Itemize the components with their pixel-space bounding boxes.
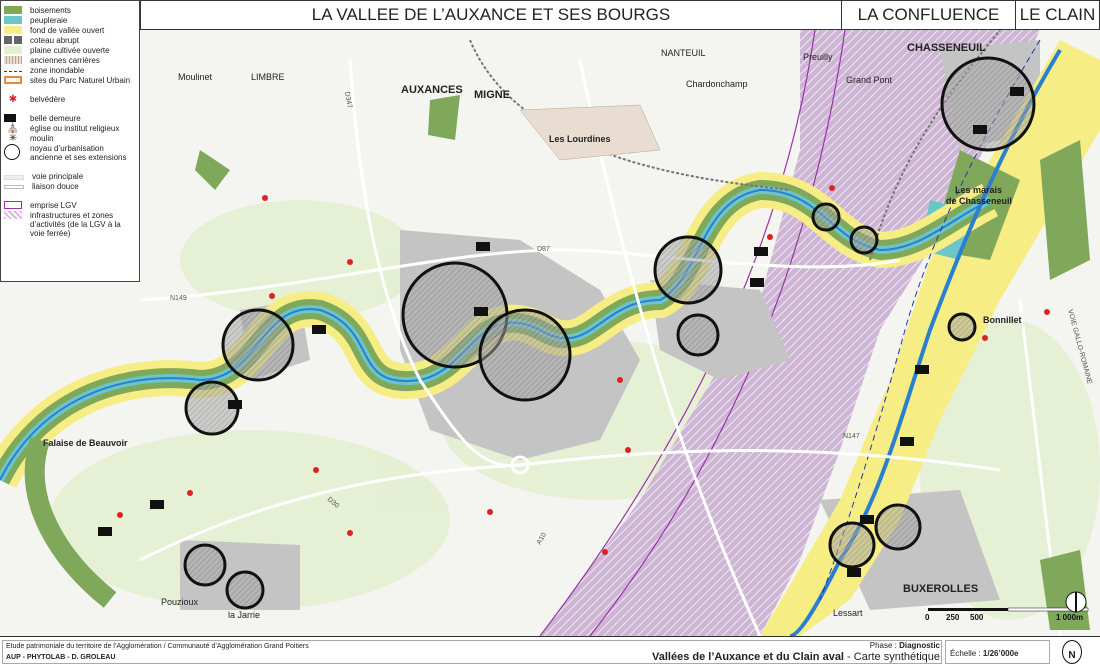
footer-info-box xyxy=(2,640,942,664)
legend-voie-principale: voie principale xyxy=(4,172,136,181)
label-bonnillet: Bonnillet xyxy=(983,315,1022,325)
bourg-circle-icon xyxy=(4,144,20,160)
bourg-nanteuil xyxy=(653,235,723,305)
place-labels: Moulinet LIMBRE AUXANCES MIGNE NANTEUIL … xyxy=(43,42,1022,620)
footer: Etude patrimoniale du territoire de l’Ag… xyxy=(0,636,1100,667)
legend-peupleraie: peupleraie xyxy=(4,16,136,25)
bourg-lessart-1 xyxy=(828,521,876,569)
railway xyxy=(469,29,1001,261)
label-lessart: Lessart xyxy=(833,608,863,618)
bourg-chasseneuil xyxy=(940,56,1036,152)
bourg-lessart-2 xyxy=(874,503,922,551)
bourg-jarrie xyxy=(225,570,265,610)
legend-eglise: ⛪église ou institut religieux xyxy=(4,123,136,134)
map-legend: boisements peupleraie fond de vallée ouv… xyxy=(0,0,140,282)
svg-text:0: 0 xyxy=(925,613,930,622)
legend-emprise-lgv: emprise LGV xyxy=(4,201,136,210)
bourg-grand-pont xyxy=(849,225,879,255)
header-title-main: LA VALLEE DE L’AUXANCE ET SES BOURGS xyxy=(140,0,842,30)
header-title-confluence: LA CONFLUENCE xyxy=(841,0,1016,30)
label-limbre: LIMBRE xyxy=(251,72,285,82)
svg-text:500: 500 xyxy=(970,613,984,622)
footer-authors: AUP - PHYTOLAB - D. GROLEAU xyxy=(6,654,116,661)
belle-demeure-markers xyxy=(98,87,1024,577)
label-buxerolles: BUXEROLLES xyxy=(903,583,978,595)
title-text: LA CONFLUENCE xyxy=(857,5,1000,24)
bourg-migne xyxy=(478,308,572,402)
svg-text:D87: D87 xyxy=(537,246,550,253)
label-pouzioux: Pouzioux xyxy=(161,597,199,607)
label-migne: MIGNE xyxy=(474,89,510,101)
bourg-circles[interactable] xyxy=(183,56,1036,610)
church-icon: ⛪ xyxy=(6,123,20,134)
footer-phase: Phase : Diagnostic xyxy=(869,641,940,650)
legend-carrieres: anciennes carrières xyxy=(4,56,136,65)
label-chasseneuil: CHASSENEUIL xyxy=(907,42,986,54)
falaise-beauvoir xyxy=(24,436,117,608)
header-title-clain: LE CLAIN xyxy=(1015,0,1100,30)
legend-infrastructures: infrastructures et zones d’activités (de… xyxy=(4,211,136,238)
svg-text:250: 250 xyxy=(946,613,960,622)
belvedere-markers xyxy=(117,185,1050,555)
label-moulinet: Moulinet xyxy=(178,72,213,82)
label-jarrie: la Jarrie xyxy=(228,610,260,620)
zone-activites-lgv xyxy=(540,30,1040,636)
footer-scale: Échelle : 1/26’000e xyxy=(950,649,1019,658)
anciennes-carrieres xyxy=(519,104,661,161)
label-lourdines: Les Lourdines xyxy=(549,134,611,144)
svg-text:N147: N147 xyxy=(843,433,860,440)
footer-map-title: Vallées de l’Auxance et du Clain aval - … xyxy=(652,651,940,663)
legend-pnu: sites du Parc Naturel Urbain xyxy=(4,76,136,85)
label-grand-pont: Grand Pont xyxy=(846,75,893,85)
bourg-limbre xyxy=(221,308,295,382)
footer-study: Etude patrimoniale du territoire de l’Ag… xyxy=(6,643,309,650)
legend-zone-inondable: zone inondable xyxy=(4,66,136,75)
label-nanteuil: NANTEUIL xyxy=(661,48,706,58)
legend-belvedere: ✱belvédère xyxy=(4,94,136,105)
bourg-chardonchamp xyxy=(676,313,720,357)
bourg-preuilly xyxy=(811,202,841,232)
label-marais-2: de Chasseneuil xyxy=(946,196,1012,206)
map-canvas[interactable]: Moulinet LIMBRE AUXANCES MIGNE NANTEUIL … xyxy=(0,0,1100,636)
svg-text:N149: N149 xyxy=(170,295,187,302)
belvedere-icon: ✱ xyxy=(8,94,18,105)
legend-fond-vallee: fond de vallée ouvert xyxy=(4,26,136,35)
label-marais-1: Les marais xyxy=(955,185,1002,195)
label-auxances: AUXANCES xyxy=(401,84,463,96)
legend-plaine: plaine cultivée ouverte xyxy=(4,46,136,55)
title-text: LE CLAIN xyxy=(1019,5,1096,24)
legend-boisements: boisements xyxy=(4,6,136,15)
label-preuilly: Preuilly xyxy=(803,52,833,62)
belle-demeure-icon xyxy=(4,114,16,122)
title-text: LA VALLEE DE L’AUXANCE ET SES BOURGS xyxy=(311,5,671,24)
footer-scale-box xyxy=(945,640,1050,664)
mill-icon: ✳ xyxy=(8,133,18,144)
svg-text:D347: D347 xyxy=(343,91,353,109)
clain-river xyxy=(789,48,1062,636)
bourg-pouzioux xyxy=(183,543,227,587)
bourg-bonnillet xyxy=(947,312,977,342)
legend-noyau: noyau d’urbanisation ancienne et ses ext… xyxy=(4,144,136,162)
legend-coteau: coteau abrupt xyxy=(4,36,136,45)
north-arrow-icon xyxy=(1065,591,1087,613)
label-chardonchamp: Chardonchamp xyxy=(686,79,748,89)
legend-moulin: ✳moulin xyxy=(4,133,136,144)
legend-belle-demeure: belle demeure xyxy=(4,114,136,123)
north-icon: N xyxy=(1062,640,1082,664)
legend-liaison-douce: liaison douce xyxy=(4,182,136,191)
svg-text:1 000m: 1 000m xyxy=(1056,613,1083,622)
scale-bar: 0 250 500 1 000m xyxy=(925,607,1089,622)
label-falaise: Falaise de Beauvoir xyxy=(43,438,128,448)
